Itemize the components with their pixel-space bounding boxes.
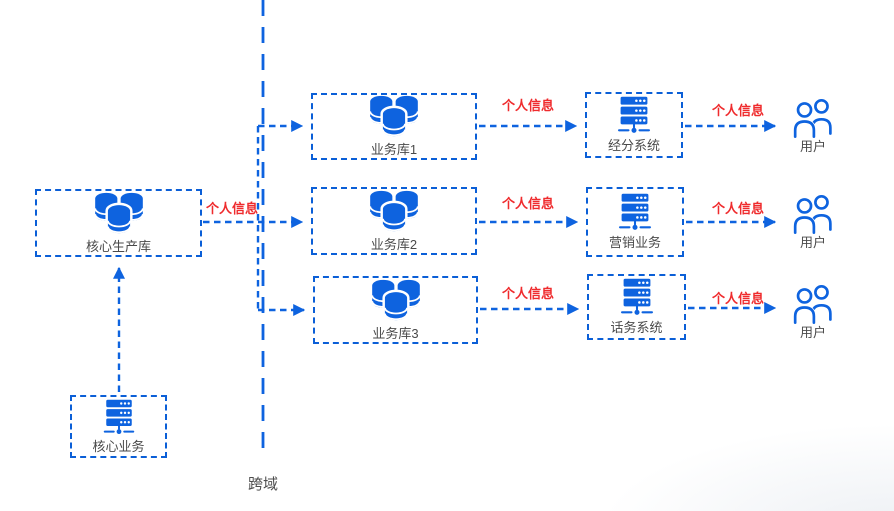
- node-biz-db-2: 业务库2: [311, 187, 477, 255]
- server-icon: [615, 96, 653, 137]
- users-icon: [790, 193, 836, 234]
- edge-label-personal-info: 个人信息: [502, 196, 555, 211]
- node-marketing-business: 营销业务: [586, 187, 684, 257]
- node-users-2: 用户: [785, 193, 841, 250]
- server-icon: [616, 193, 654, 234]
- node-label: 业务库2: [370, 236, 418, 252]
- node-label: 用户: [799, 235, 826, 250]
- node-label: 经分系统: [607, 138, 660, 154]
- users-icon: [790, 283, 836, 324]
- node-label: 营销业务: [608, 235, 661, 251]
- node-biz-db-1: 业务库1: [311, 93, 477, 160]
- database-icon: [366, 95, 422, 141]
- node-label: 话务系统: [610, 320, 663, 336]
- node-label: 核心业务: [92, 438, 145, 454]
- database-icon: [366, 190, 422, 236]
- edge-label-personal-info: 个人信息: [712, 103, 765, 118]
- node-telephony-system: 话务系统: [587, 274, 686, 340]
- server-icon: [618, 278, 656, 319]
- edge-label-personal-info: 个人信息: [712, 291, 765, 306]
- edge-label-personal-info: 个人信息: [502, 286, 555, 301]
- database-icon: [91, 192, 147, 238]
- edge-label-personal-info: 个人信息: [502, 98, 555, 113]
- server-icon: [101, 399, 137, 438]
- node-label: 用户: [799, 325, 826, 340]
- cross-domain-label: 跨域: [248, 476, 279, 493]
- node-users-3: 用户: [785, 283, 841, 340]
- node-core-production-db: 核心生产库: [35, 189, 202, 257]
- node-label: 用户: [799, 139, 826, 154]
- database-icon: [368, 279, 424, 325]
- node-label: 核心生产库: [85, 238, 151, 254]
- users-icon: [790, 97, 836, 138]
- node-label: 业务库1: [370, 142, 418, 158]
- node-users-1: 用户: [785, 97, 841, 154]
- edge-label-personal-info: 个人信息: [206, 201, 259, 216]
- node-core-business: 核心业务: [70, 395, 167, 458]
- node-analysis-system: 经分系统: [585, 92, 683, 158]
- edge-label-personal-info: 个人信息: [712, 201, 765, 216]
- node-label: 业务库3: [372, 325, 419, 341]
- node-biz-db-3: 业务库3: [313, 276, 478, 344]
